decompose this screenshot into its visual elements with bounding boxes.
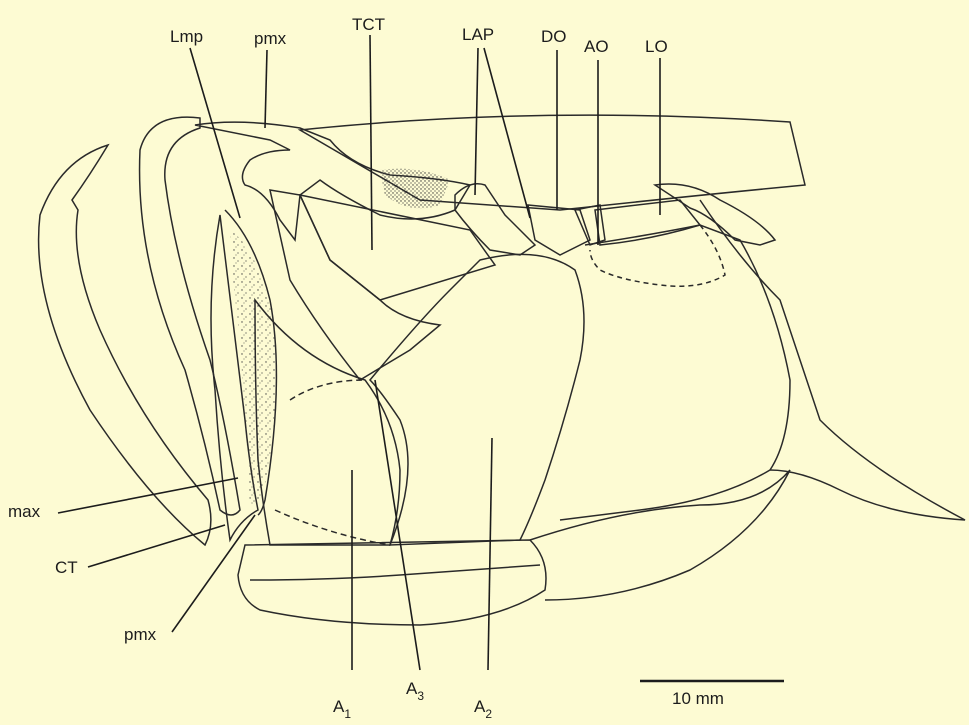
label-lap: LAP	[462, 25, 494, 44]
label-do: DO	[541, 27, 567, 46]
label-a2: A2	[474, 697, 492, 721]
label-lmp: Lmp	[170, 27, 203, 46]
opercular-region	[560, 184, 965, 520]
label-ao: AO	[584, 37, 609, 56]
scale-bar-label: 10 mm	[672, 689, 724, 708]
label-pmx-top: pmx	[254, 29, 287, 48]
a2-muscle	[370, 254, 584, 545]
leader-lines	[58, 35, 660, 670]
do-ao-muscles	[528, 205, 605, 255]
label-ct: CT	[55, 558, 78, 577]
lower-jaw	[238, 470, 790, 625]
scale-bar: 10 mm	[640, 681, 784, 708]
epaxial-muscle	[300, 115, 805, 210]
label-tct: TCT	[352, 15, 385, 34]
lip-outlines	[39, 117, 240, 545]
label-pmx-bottom: pmx	[124, 625, 157, 644]
label-lo: LO	[645, 37, 668, 56]
lo-muscle	[595, 200, 700, 245]
label-max: max	[8, 502, 41, 521]
label-a3: A3	[406, 679, 424, 703]
premaxilla-maxilla	[211, 210, 276, 540]
label-a1: A1	[333, 697, 351, 721]
